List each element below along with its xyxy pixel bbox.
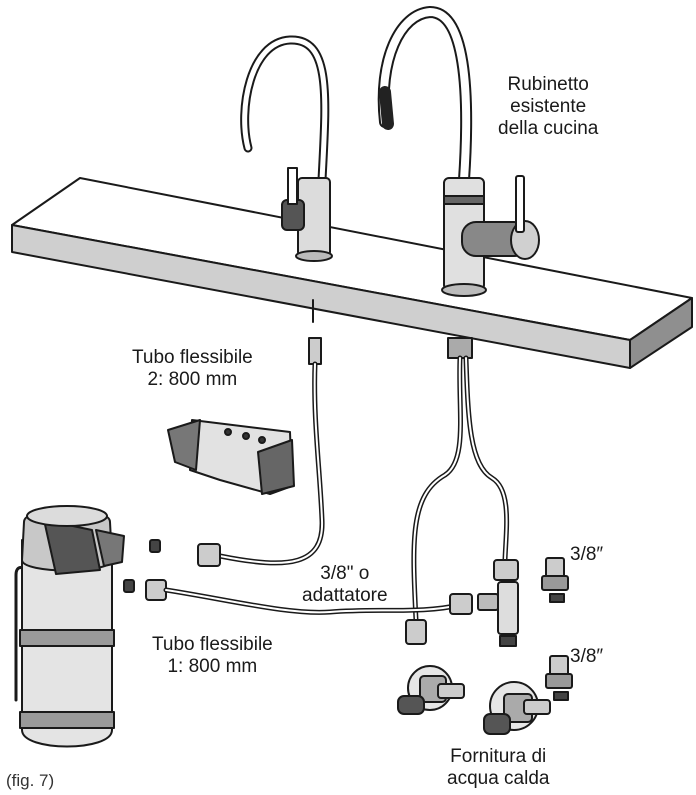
label-fitting-upper: 3/8″ [570, 544, 604, 565]
filter-faucet [240, 35, 333, 323]
shutoff-valve-hot [483, 681, 551, 735]
label-hose-1: Tubo flessibile 1: 800 mm [152, 634, 273, 677]
shutoff-valve-cold [397, 665, 465, 715]
label-hose-2: Tubo flessibile 2: 800 mm [132, 347, 253, 390]
filter-cartridge [14, 505, 125, 748]
washers-left [123, 539, 161, 593]
hose-1 [145, 579, 473, 615]
fitting-lower [545, 655, 573, 701]
mounting-bracket [167, 419, 295, 495]
figure-caption: (fig. 7) [6, 771, 55, 790]
faucet-supply-hoses [405, 355, 510, 645]
existing-kitchen-faucet [377, 6, 540, 359]
label-fitting-lower: 3/8″ [570, 646, 604, 667]
label-hot-water-supply: Fornitura di acqua calda [447, 746, 550, 789]
hose-2 [197, 337, 325, 567]
t-adapter [477, 559, 519, 647]
fitting-upper [541, 557, 569, 603]
label-adapter: 3/8" o adattatore [302, 563, 388, 606]
label-existing-faucet: Rubinetto esistente della cucina [498, 74, 599, 139]
countertop [11, 177, 693, 369]
